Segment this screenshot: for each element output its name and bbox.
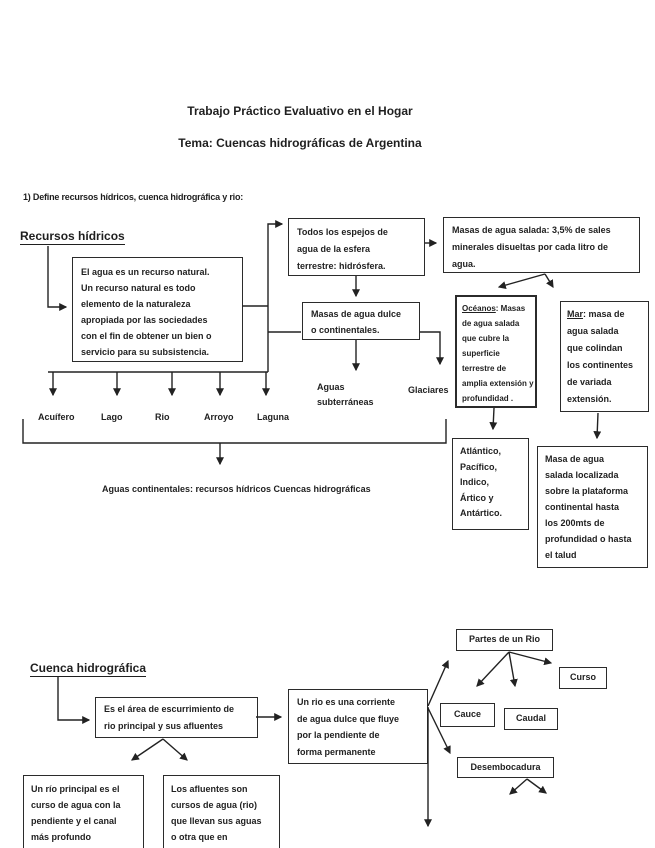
label-laguna: Laguna — [257, 412, 290, 422]
label-acuifero: Acuífero — [38, 412, 75, 422]
box-partes-de-un-rio: Partes de un Rio — [456, 629, 553, 651]
box-agua-dulce: Masas de agua dulce o continentales. — [302, 302, 420, 340]
box-oceanos-nombres: Atlántico, Pacífico, Indico, Ártico y An… — [452, 438, 529, 530]
label-rio: Rio — [155, 412, 170, 422]
box-desembocadura: Desembocadura — [457, 757, 554, 778]
document-subtitle: Tema: Cuencas hidrográficas de Argentina — [178, 136, 422, 150]
label-arroyo: Arroyo — [204, 412, 234, 422]
mar-definition: : masa de agua salada que colindan los c… — [567, 309, 634, 404]
label-lago: Lago — [101, 412, 123, 422]
document-title: Trabajo Práctico Evaluativo en el Hogar — [187, 104, 413, 118]
box-hidrosfera: Todos los espejos de agua de la esfera t… — [288, 218, 425, 276]
box-cauce: Cauce — [440, 703, 495, 727]
box-agua-recurso-natural: El agua es un recurso natural. Un recurs… — [72, 257, 243, 362]
oceanos-term: Océanos — [462, 304, 496, 313]
oceanos-definition: : Masas de agua salada que cubre la supe… — [462, 304, 534, 403]
caption-aguas-continentales: Aguas continentales: recursos hídricos C… — [102, 484, 371, 494]
box-afluentes: Los afluentes son cursos de agua (rio) q… — [163, 775, 280, 848]
box-rio-principal: Un río principal es el curso de agua con… — [23, 775, 144, 848]
box-mar: Mar: masa de agua salada que colindan lo… — [560, 301, 649, 412]
mar-term: Mar — [567, 309, 584, 319]
box-agua-salada: Masas de agua salada: 3,5% de sales mine… — [443, 217, 640, 273]
box-definicion-rio: Un rio es una corriente de agua dulce qu… — [288, 689, 428, 764]
box-oceanos: Océanos: Masas de agua salada que cubre … — [455, 295, 537, 408]
label-glaciares: Glaciares — [408, 385, 449, 395]
box-mar-plataforma: Masa de agua salada localizada sobre la … — [537, 446, 648, 568]
question-text: 1) Define recursos hídricos, cuenca hidr… — [23, 192, 244, 202]
box-area-escurrimiento: Es el área de escurrimiento de rio princ… — [95, 697, 258, 738]
section-heading-cuenca-hidrografica: Cuenca hidrográfica — [30, 661, 147, 677]
section-heading-recursos-hidricos: Recursos hídricos — [20, 229, 125, 245]
label-aguas-subterraneas: Aguas subterráneas — [317, 382, 374, 407]
box-caudal: Caudal — [504, 708, 558, 730]
box-curso: Curso — [559, 667, 607, 689]
